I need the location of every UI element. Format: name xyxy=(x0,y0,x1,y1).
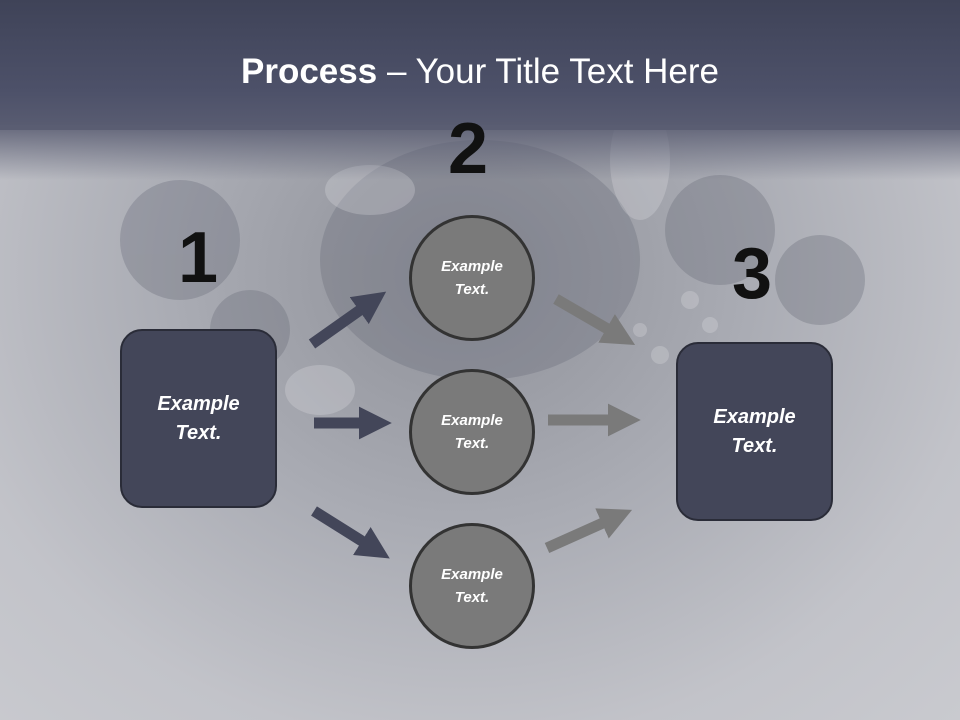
slide-title: Process – Your Title Text Here xyxy=(0,52,960,92)
step-number-3: 3 xyxy=(732,234,773,314)
title-bar-fade xyxy=(0,125,960,180)
circle-middle-line1: Example xyxy=(441,412,503,429)
circle-bottom-line1: Example xyxy=(441,566,503,583)
title-bold: Process xyxy=(241,52,378,91)
step-number-1: 1 xyxy=(178,218,219,298)
arrow-1-to-bottom xyxy=(311,506,390,559)
circle-bottom-line2: Text. xyxy=(454,589,490,606)
title-rest: – Your Title Text Here xyxy=(377,52,719,91)
title-bar xyxy=(0,0,960,130)
circle-top-line1: Example xyxy=(441,258,503,275)
arrow-1-to-top xyxy=(308,291,387,349)
step-number-2: 2 xyxy=(448,109,489,189)
step-3-line2: Text. xyxy=(731,434,778,457)
step-1-line2: Text. xyxy=(175,421,222,444)
step-1-line1: Example xyxy=(157,392,240,415)
step-3-line1: Example xyxy=(713,405,796,428)
arrow-bottom-to-3 xyxy=(544,508,633,554)
circle-top-line2: Text. xyxy=(454,281,490,298)
circle-middle-line2: Text. xyxy=(454,435,490,452)
arrow-top-to-3 xyxy=(553,294,636,345)
